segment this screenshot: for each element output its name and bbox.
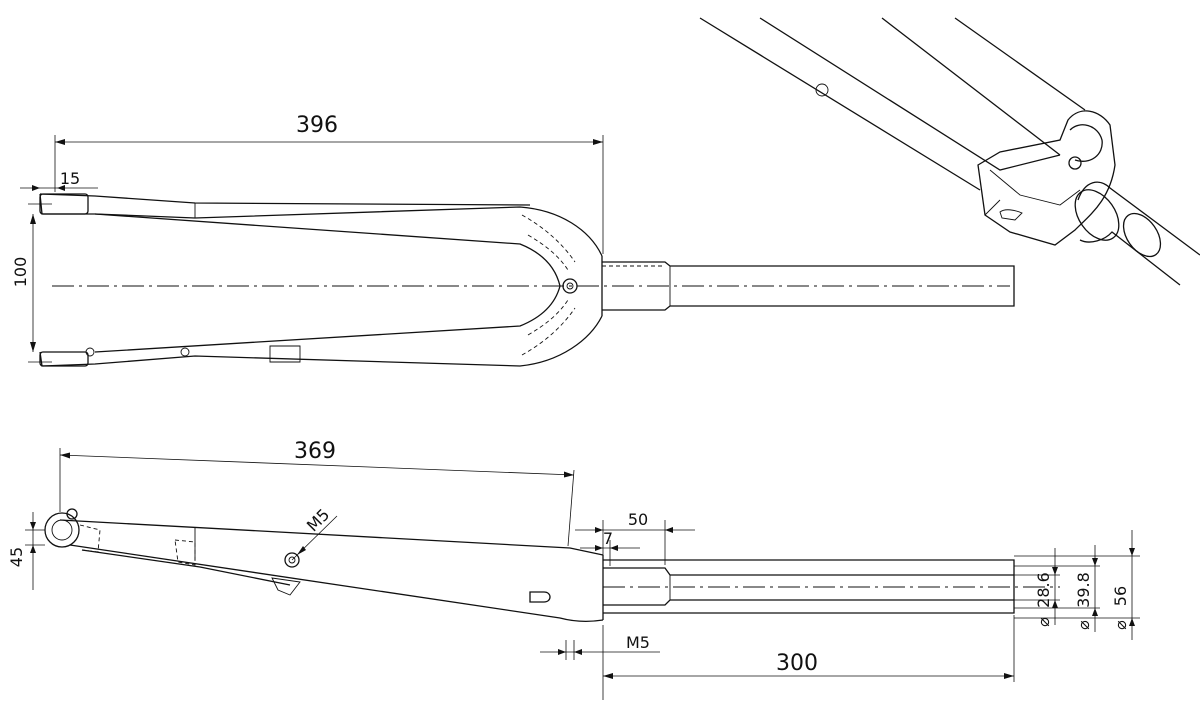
dim-blade-length: 369	[294, 439, 336, 464]
upper-blade-inner	[94, 213, 561, 287]
dia-symbol-mid: ⌀	[1074, 620, 1093, 630]
steerer-tube	[602, 261, 1015, 311]
fender-slot	[529, 591, 551, 603]
dim-crown-height: 50	[628, 510, 648, 529]
iso-blade-left-b	[759, 17, 1061, 171]
dia-symbol-large: ⌀	[1111, 620, 1130, 630]
side-view: M5 369 45 50 7	[7, 439, 1140, 700]
lower-blade-inner	[94, 285, 561, 353]
dim-axle-spacing: 100	[11, 257, 30, 288]
m5-mount-hole	[284, 552, 300, 568]
top-view: 396 15 100	[11, 113, 1015, 367]
side-blade-top	[59, 519, 604, 556]
iso-blade-right-b	[954, 17, 1086, 111]
iso-blade-left-a	[699, 17, 981, 191]
dim-369-line	[59, 454, 575, 476]
upper-blade-top	[39, 193, 531, 206]
dim-dropout-width: 15	[60, 169, 80, 188]
dim-steerer-length: 300	[776, 651, 818, 676]
iso-steerer-ring	[1074, 189, 1120, 241]
dim-rake: 45	[7, 547, 26, 567]
dim-mount-m5: M5	[626, 633, 650, 652]
side-steerer	[603, 559, 1015, 614]
isometric-view	[699, 17, 1200, 286]
dim-thread-m5: M5	[303, 505, 333, 535]
iso-blade-right-a	[881, 17, 1061, 156]
iso-crown	[977, 110, 1116, 246]
dim-dia-small: 28.6	[1034, 572, 1053, 608]
dim-overall-length: 396	[296, 113, 338, 138]
dim-dia-mid: 39.8	[1074, 572, 1093, 608]
dim-dia-large: 56	[1111, 586, 1130, 606]
dim-crown-step: 7	[603, 529, 613, 548]
upper-blade-outer	[39, 193, 603, 257]
dropout-lower	[39, 351, 89, 367]
lower-blade-outer	[39, 315, 603, 367]
dia-symbol-small: ⌀	[1034, 617, 1053, 627]
side-blade-bottom	[69, 544, 604, 622]
